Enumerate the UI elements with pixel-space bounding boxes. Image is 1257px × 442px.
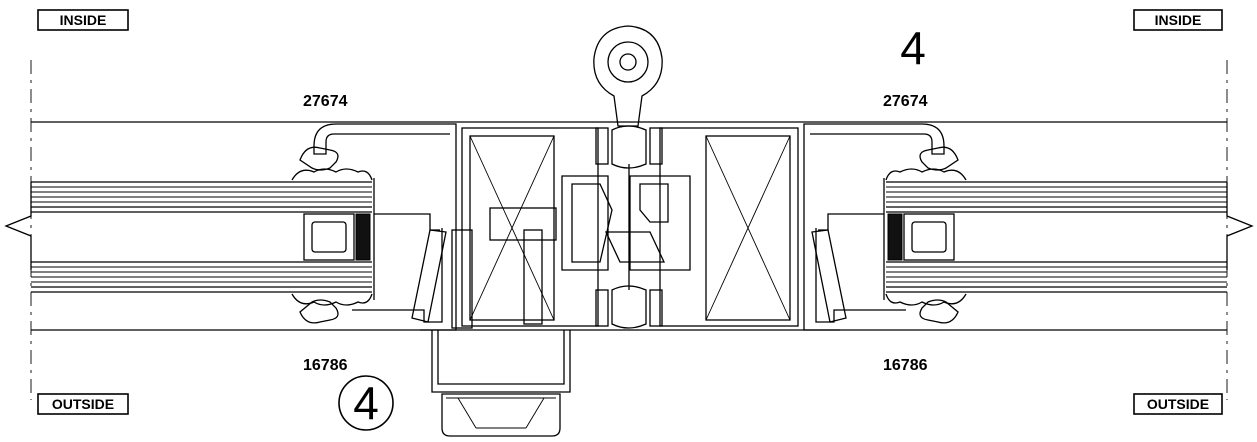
extent-lines — [30, 60, 1228, 400]
part-number-top-left: 27674 — [303, 93, 348, 110]
svg-text:INSIDE: INSIDE — [60, 12, 107, 28]
left-frame-profile — [313, 123, 457, 331]
part-number-bottom-left: 16786 — [303, 357, 348, 374]
svg-text:OUTSIDE: OUTSIDE — [52, 396, 114, 412]
svg-text:INSIDE: INSIDE — [1155, 12, 1202, 28]
part-number-bottom-right: 16786 — [883, 357, 928, 374]
right-frame-profile — [803, 123, 945, 331]
outside-label-left: OUTSIDE — [37, 393, 129, 415]
inside-label-right: INSIDE — [1133, 9, 1223, 31]
gaskets — [291, 146, 967, 324]
glazing-right — [886, 181, 1254, 293]
pivot-lug — [593, 25, 663, 127]
detail-number-top: 4 — [900, 22, 926, 74]
glazing-left — [4, 181, 372, 293]
inside-label-left: INSIDE — [37, 9, 129, 31]
outside-label-right: OUTSIDE — [1133, 393, 1223, 415]
bottom-cap — [431, 330, 571, 437]
central-mullion — [451, 125, 799, 329]
part-number-top-right: 27674 — [883, 93, 928, 110]
svg-text:OUTSIDE: OUTSIDE — [1147, 396, 1209, 412]
svg-text:4: 4 — [353, 377, 379, 429]
detail-number-circled: 4 — [338, 375, 394, 431]
